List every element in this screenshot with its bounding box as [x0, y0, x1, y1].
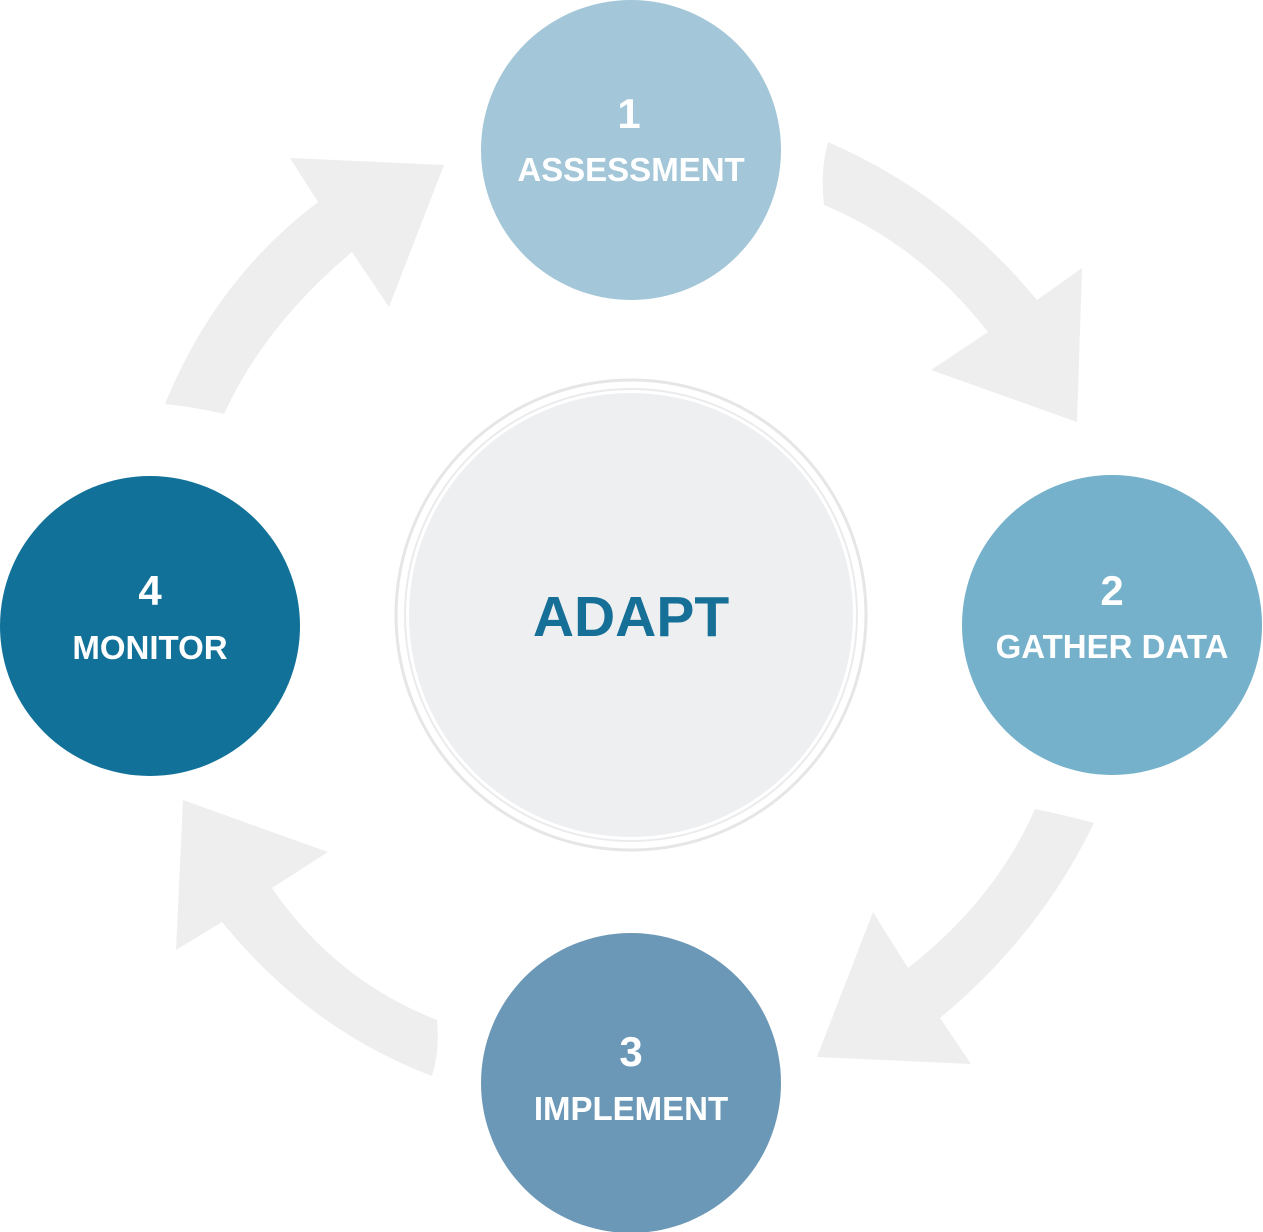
step-label-monitor: MONITOR: [72, 629, 227, 666]
step-assessment[interactable]: 1 ASSESSMENT: [481, 0, 781, 300]
step-label-implement: IMPLEMENT: [534, 1090, 728, 1127]
arrow-gather-data-to-implement: [817, 809, 1094, 1064]
step-gather-data[interactable]: 2 GATHER DATA: [962, 475, 1262, 775]
arrow-implement-to-monitor: [176, 800, 438, 1076]
step-implement[interactable]: 3 IMPLEMENT: [481, 933, 781, 1232]
step-number-implement: 3: [619, 1028, 642, 1075]
center-title: ADAPT: [533, 585, 730, 649]
step-circle-assessment: [481, 0, 781, 300]
step-number-assessment: 1: [617, 90, 640, 137]
step-circle-gather-data: [962, 475, 1262, 775]
arrow-assessment-to-gather-data: [822, 142, 1082, 422]
arrow-monitor-to-assessment: [165, 158, 444, 414]
step-monitor[interactable]: 4 MONITOR: [0, 476, 300, 776]
center-disc: [409, 393, 853, 837]
center-hub: ADAPT: [394, 378, 868, 852]
step-circle-monitor: [0, 476, 300, 776]
step-circle-implement: [481, 933, 781, 1232]
step-number-gather-data: 2: [1100, 567, 1123, 614]
step-label-assessment: ASSESSMENT: [517, 151, 744, 188]
center-inner-ring: [404, 388, 858, 842]
cycle-arrows: [165, 142, 1094, 1076]
step-number-monitor: 4: [138, 567, 162, 614]
step-label-gather-data: GATHER DATA: [996, 628, 1229, 665]
